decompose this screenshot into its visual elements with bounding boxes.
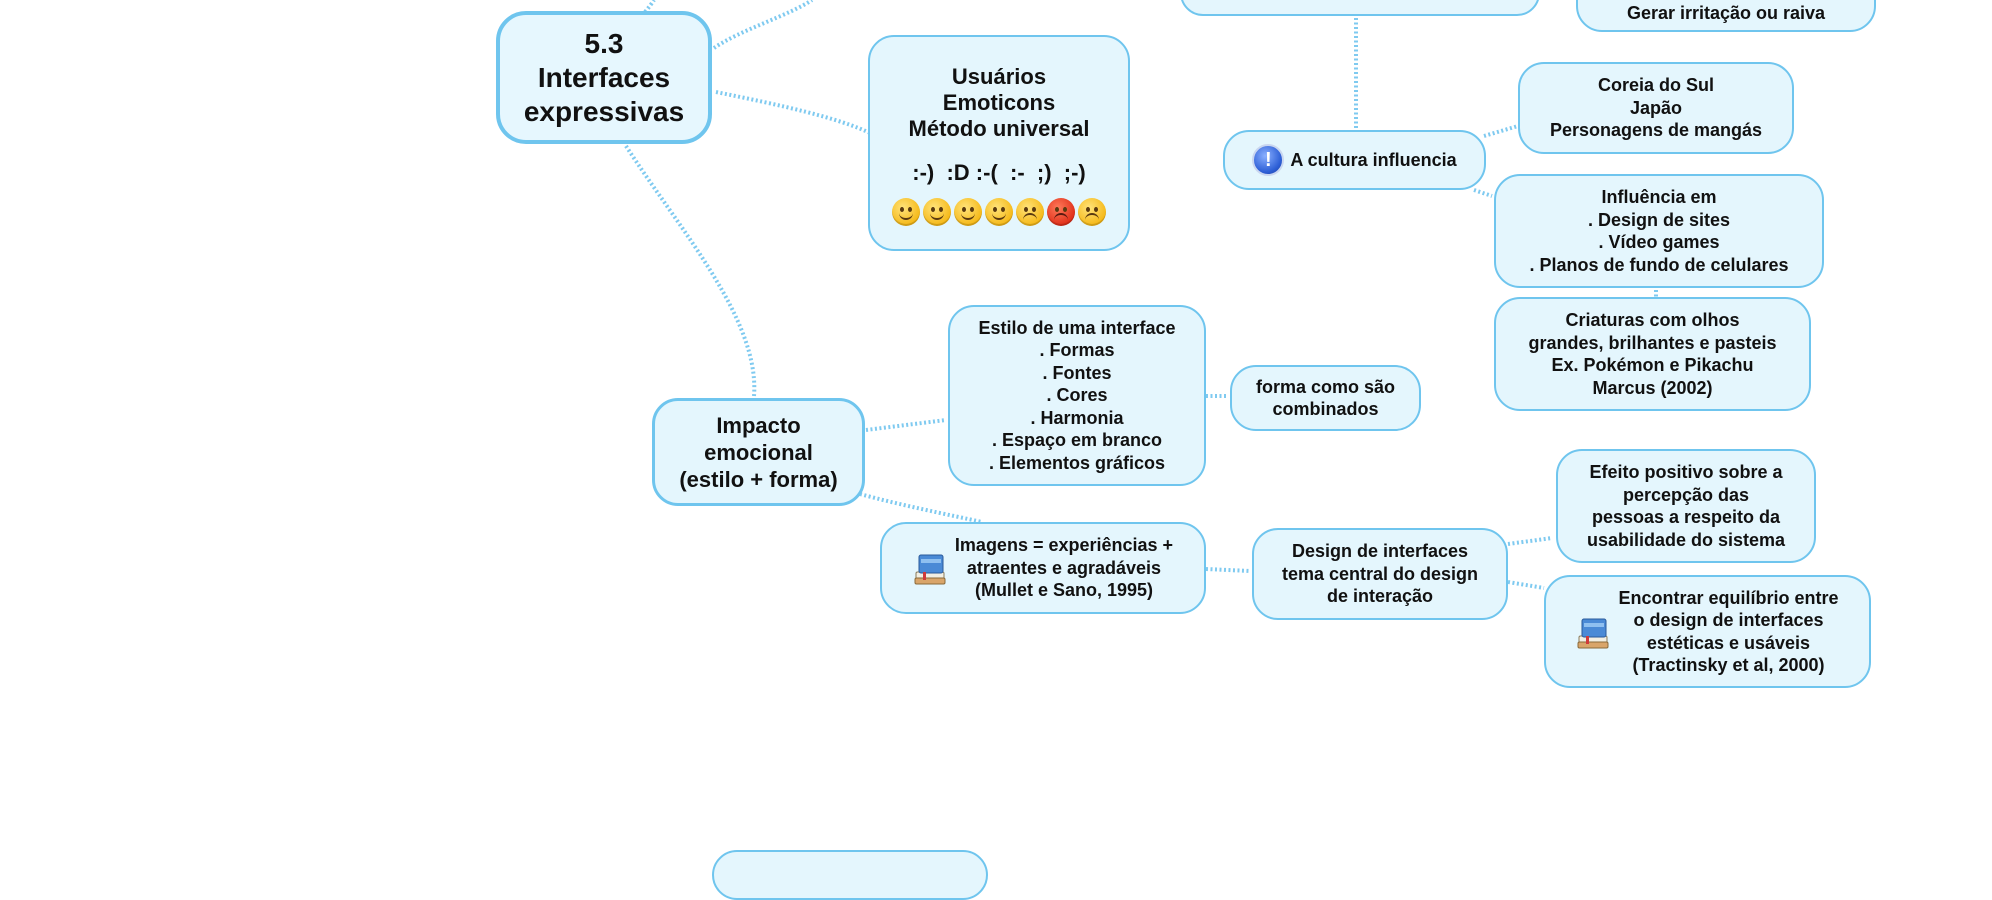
book-stack-icon [914, 554, 946, 585]
coreia-line-2: Japão [1629, 97, 1683, 118]
connector-impacto-imagens [859, 492, 983, 524]
design-line-2: tema central do design [1281, 563, 1479, 584]
node-imagens-experiencias[interactable]: Imagens = experiências + atraentes e agr… [880, 522, 1206, 614]
imagens-text: Imagens = experiências + atraentes e agr… [955, 534, 1173, 602]
connector-design-equilibrio [1507, 580, 1545, 590]
main-line-3: expressivas [523, 95, 685, 127]
criaturas-line-3: Ex. Pokémon e Pikachu [1551, 355, 1754, 375]
usuarios-line-1: Usuários [951, 64, 1047, 89]
estilo-line-6: . Espaço em branco [991, 430, 1163, 451]
impacto-line-3: (estilo + forma) [679, 466, 838, 492]
connector-cultura-coreia [1483, 124, 1519, 138]
efeito-line-2: percepção das [1622, 484, 1750, 505]
criaturas-line-1: Criaturas com olhos [1565, 310, 1740, 330]
impacto-line-2: emocional [704, 439, 813, 465]
node-irritacao[interactable]: Gerar irritação ou raiva [1576, 0, 1876, 32]
forma-line-2: combinados [1272, 399, 1379, 419]
sweat-smile-face-icon [923, 198, 951, 226]
design-line-1: Design de interfaces [1291, 541, 1469, 562]
node-irritacao-text: Gerar irritação ou raiva [1626, 2, 1826, 23]
node-encontrar-equilibrio[interactable]: Encontrar equilíbrio entre o design de i… [1544, 575, 1871, 688]
criaturas-line-4: Marcus (2002) [1592, 377, 1713, 398]
imagens-line-2: atraentes e agradáveis [966, 557, 1162, 578]
influencia-line-4: . Planos de fundo de celulares [1529, 254, 1789, 275]
node-top-partial[interactable] [1180, 0, 1540, 16]
cultura-text: A cultura influencia [1290, 149, 1457, 170]
connector-design-efeito [1507, 536, 1553, 546]
info-icon: ! [1252, 144, 1285, 176]
node-estilo-interface[interactable]: Estilo de uma interface . Formas . Fonte… [948, 305, 1206, 486]
efeito-line-3: pessoas a respeito da [1591, 507, 1781, 527]
main-line-2: Interfaces [537, 61, 671, 93]
node-impacto-emocional[interactable]: Impacto emocional (estilo + forma) [652, 398, 865, 506]
node-interfaces-expressivas[interactable]: 5.3 Interfaces expressivas [496, 11, 712, 144]
unamused-face-icon [1016, 198, 1044, 226]
node-forma-combinados[interactable]: forma como são combinados [1230, 365, 1421, 431]
usuarios-line-2: Emoticons [942, 90, 1056, 115]
equilibrio-line-2: o design de interfaces [1633, 610, 1824, 630]
estilo-line-4: . Cores [1046, 385, 1108, 406]
estilo-line-1: Estilo de uma interface [978, 317, 1176, 338]
estilo-line-7: . Elementos gráficos [988, 452, 1166, 473]
imagens-line-1: Imagens = experiências + [954, 535, 1174, 556]
equilibrio-line-4: (Tractinsky et al, 2000) [1632, 655, 1825, 675]
impacto-line-1: Impacto [716, 412, 801, 438]
angry-face-icon [1047, 198, 1075, 226]
connector-cultura-influencia [1473, 188, 1493, 198]
equilibrio-line-1: Encontrar equilíbrio entre [1618, 587, 1839, 608]
node-efeito-positivo[interactable]: Efeito positivo sobre a percepção das pe… [1556, 449, 1816, 563]
node-influencia-em[interactable]: Influência em . Design de sites . Vídeo … [1494, 174, 1824, 288]
influencia-line-2: . Design de sites [1587, 209, 1731, 230]
imagens-line-3: (Mullet e Sano, 1995) [974, 580, 1154, 601]
book-stack-icon [1577, 618, 1609, 648]
efeito-line-1: Efeito positivo sobre a [1589, 462, 1783, 482]
estilo-line-5: . Harmonia [1030, 407, 1124, 428]
estilo-line-2: . Formas [1039, 340, 1115, 361]
influencia-line-3: . Vídeo games [1598, 232, 1720, 252]
equilibrio-text: Encontrar equilíbrio entre o design de i… [1618, 587, 1838, 677]
emoji-row [892, 198, 1106, 226]
node-cultura-influencia[interactable]: ! A cultura influencia [1223, 130, 1486, 190]
connector-main-up [643, 0, 656, 14]
estilo-line-3: . Fontes [1042, 362, 1112, 383]
weary-face-icon [1078, 198, 1106, 226]
forma-line-1: forma como são [1255, 376, 1396, 397]
coreia-line-3: Personagens de mangás [1549, 120, 1763, 141]
main-line-1: 5.3 [584, 27, 624, 59]
efeito-line-4: usabilidade do sistema [1586, 529, 1786, 550]
connector-imagens-design [1205, 567, 1251, 573]
equilibrio-line-3: estéticas e usáveis [1646, 632, 1811, 653]
usuarios-line-3: Método universal [908, 116, 1090, 141]
connector-impacto-estilo [865, 418, 947, 432]
connector-main-usuarios [715, 90, 873, 136]
connector-main-top [712, 0, 814, 50]
node-coreia-japao[interactable]: Coreia do Sul Japão Personagens de mangá… [1518, 62, 1794, 154]
node-usuarios-emoticons[interactable]: Usuários Emoticons Método universal :-) … [868, 35, 1130, 251]
criaturas-line-2: grandes, brilhantes e pasteis [1528, 332, 1777, 353]
heart-eyes-face-icon [985, 198, 1013, 226]
connector-main-impacto [624, 144, 757, 397]
winking-face-icon [954, 198, 982, 226]
design-line-3: de interação [1326, 586, 1434, 607]
connector-lines [624, 0, 1658, 590]
influencia-line-1: Influência em [1601, 187, 1717, 207]
node-criaturas[interactable]: Criaturas com olhos grandes, brilhantes … [1494, 297, 1811, 411]
node-design-interfaces[interactable]: Design de interfaces tema central do des… [1252, 528, 1508, 620]
coreia-line-1: Coreia do Sul [1597, 75, 1714, 96]
grinning-face-icon [892, 198, 920, 226]
emoticons-text: :-) :D :-( :- ;) ;-) [912, 160, 1086, 185]
